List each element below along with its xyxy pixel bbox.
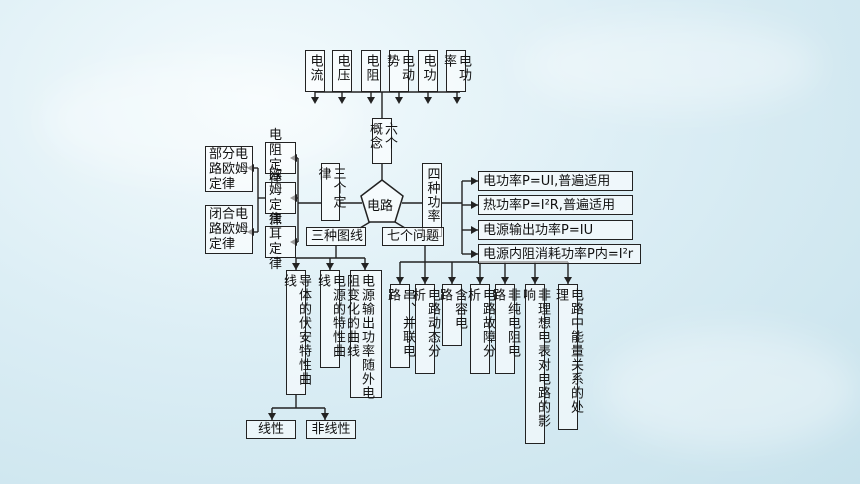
linear-label: 线性 [246,420,296,439]
seven-problems-label: 七个问题 [382,227,444,246]
law-joule: 焦耳定律 [265,212,296,272]
graph-iv-curve: 导体的伏安特性曲线 [281,270,311,395]
problem-series-parallel: 串、并联电路 [385,284,415,368]
problem-capacitor-circuit: 含容电路 [437,284,467,346]
ohm-partial-circuit: 部分电路欧姆定律 [205,146,253,192]
power-output: 电源输出功率P=IU [478,220,633,240]
nonlinear-label: 非线性 [306,420,356,439]
three-graphs-label: 三种图线 [306,227,366,246]
graph-output-power-curve: 电源输出功率随外电阻变化的曲线 [344,270,382,400]
concept-emf: 电动势 [384,50,414,92]
law-resistance: 电阻定律 [265,128,296,188]
power-internal: 电源内阻消耗功率P内=I²r [478,244,641,264]
problem-non-ideal-meter: 非理想电表对电路的影响 [520,284,550,444]
six-concepts-label: 六个概念 [367,118,397,164]
graph-output-power-curve-text: 电源输出功率随外电阻变化的曲线 [344,274,374,400]
graph-source-curve: 电源的特性曲线 [315,270,345,368]
ohm-closed-circuit: 闭合电路欧姆定律 [205,205,253,254]
power-electric: 电功率P=UI,普遍适用 [478,171,633,191]
center-pentagon [360,179,404,223]
problem-non-pure-resistance: 非纯电阻电路 [490,284,520,374]
problem-fault-analysis: 电路故障分析 [465,284,495,374]
concept-work: 电功 [418,50,438,92]
concept-power: 电功率 [441,50,471,92]
center-node-label: 电路 [367,199,394,214]
concept-voltage: 电压 [332,50,352,92]
three-laws-label: 三个定律 [316,163,346,221]
concept-resistance: 电阻 [361,50,381,92]
concept-current: 电流 [305,50,325,92]
four-powers-label: 四种功率 [422,163,442,237]
power-heat: 热功率P=I²R,普遍适用 [478,195,633,215]
problem-energy-relation: 电路中能量关系的处理 [553,284,583,430]
law-ohm: 欧姆定律 [265,168,296,228]
problem-dynamic-analysis: 电路动态分析 [410,284,440,374]
